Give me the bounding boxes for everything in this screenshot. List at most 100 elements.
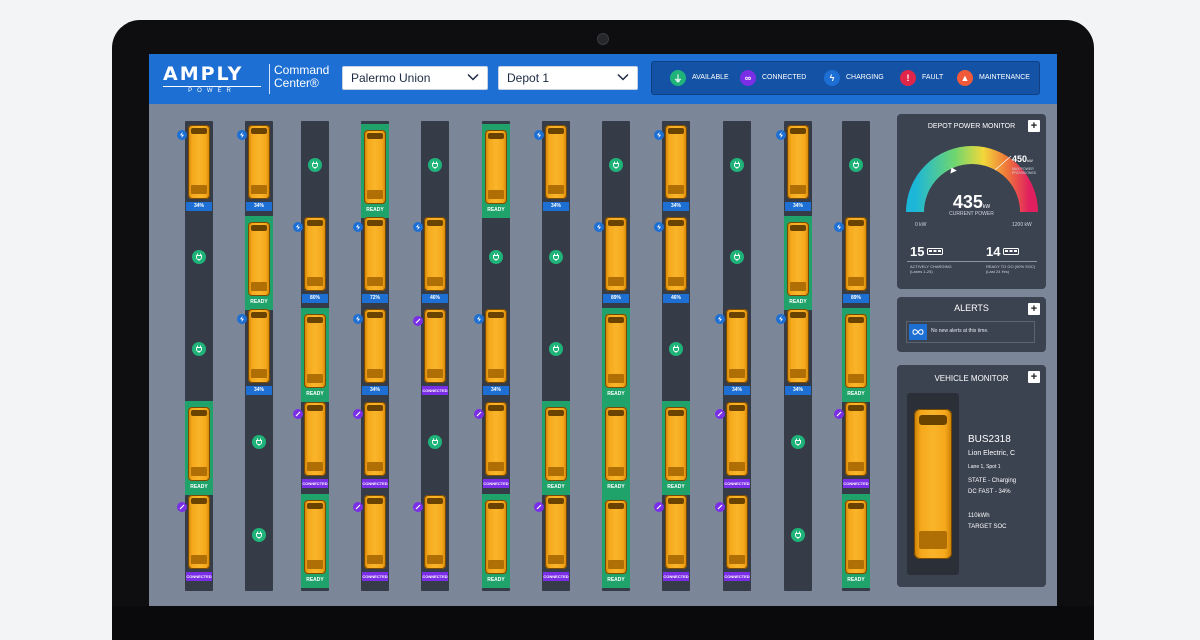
parking-spot[interactable]: READY	[185, 401, 213, 495]
bus[interactable]	[364, 309, 386, 383]
parking-spot[interactable]: 34%	[237, 308, 273, 402]
bus[interactable]	[364, 495, 386, 569]
parking-spot[interactable]: READY	[602, 308, 630, 402]
bus[interactable]	[787, 222, 809, 296]
expand-plus-button[interactable]: +	[1028, 371, 1040, 383]
bus[interactable]	[188, 495, 210, 569]
bus[interactable]	[605, 500, 627, 574]
parking-spot[interactable]: CONNECTED	[413, 494, 449, 588]
parking-spot[interactable]: 34%	[715, 308, 751, 402]
bus[interactable]	[665, 407, 687, 481]
parking-spot[interactable]	[421, 401, 449, 495]
parking-spot[interactable]: READY	[245, 216, 273, 310]
parking-spot[interactable]: READY	[842, 494, 870, 588]
parking-spot[interactable]: READY	[361, 124, 389, 218]
parking-spot[interactable]: CONNECTED	[177, 494, 213, 588]
parking-spot[interactable]: READY	[301, 494, 329, 588]
parking-spot[interactable]: CONNECTED	[715, 401, 751, 495]
parking-spot[interactable]: CONNECTED	[534, 494, 570, 588]
parking-spot[interactable]: READY	[482, 494, 510, 588]
parking-spot[interactable]	[662, 308, 690, 402]
bus[interactable]	[545, 125, 567, 199]
parking-spot[interactable]: 34%	[654, 124, 690, 218]
bus[interactable]	[605, 314, 627, 388]
bus[interactable]	[845, 314, 867, 388]
bus[interactable]	[304, 402, 326, 476]
parking-spot[interactable]: 80%	[293, 216, 329, 310]
parking-spot[interactable]	[542, 308, 570, 402]
parking-spot[interactable]: READY	[662, 401, 690, 495]
parking-spot[interactable]	[784, 401, 812, 495]
parking-spot[interactable]: READY	[842, 308, 870, 402]
parking-spot[interactable]: CONNECTED	[474, 401, 510, 495]
parking-spot[interactable]: CONNECTED	[715, 494, 751, 588]
parking-spot[interactable]: 34%	[353, 308, 389, 402]
parking-spot[interactable]: CONNECTED	[293, 401, 329, 495]
bus[interactable]	[248, 222, 270, 296]
bus[interactable]	[248, 309, 270, 383]
parking-spot[interactable]: 89%	[594, 216, 630, 310]
parking-spot[interactable]	[482, 216, 510, 310]
bus[interactable]	[424, 217, 446, 291]
parking-spot[interactable]: 34%	[177, 124, 213, 218]
parking-spot[interactable]: 34%	[237, 124, 273, 218]
parking-spot[interactable]: 34%	[534, 124, 570, 218]
bus[interactable]	[545, 407, 567, 481]
bus[interactable]	[364, 217, 386, 291]
depot-select[interactable]: Depot 1	[498, 66, 638, 90]
bus[interactable]	[424, 495, 446, 569]
bus[interactable]	[304, 500, 326, 574]
parking-spot[interactable]: READY	[784, 216, 812, 310]
parking-spot[interactable]: 34%	[776, 308, 812, 402]
bus[interactable]	[304, 217, 326, 291]
bus[interactable]	[726, 309, 748, 383]
parking-spot[interactable]	[723, 124, 751, 218]
bus[interactable]	[485, 500, 507, 574]
parking-spot[interactable]	[421, 124, 449, 218]
parking-spot[interactable]	[542, 216, 570, 310]
parking-spot[interactable]: 34%	[474, 308, 510, 402]
bus[interactable]	[665, 495, 687, 569]
bus[interactable]	[364, 130, 386, 204]
bus[interactable]	[424, 309, 446, 383]
bus[interactable]	[605, 407, 627, 481]
bus[interactable]	[485, 402, 507, 476]
bus[interactable]	[485, 309, 507, 383]
bus[interactable]	[726, 402, 748, 476]
parking-spot[interactable]: 46%	[413, 216, 449, 310]
parking-spot[interactable]: READY	[542, 401, 570, 495]
expand-plus-button[interactable]: +	[1028, 120, 1040, 132]
parking-spot[interactable]	[301, 124, 329, 218]
parking-spot[interactable]: READY	[602, 401, 630, 495]
bus[interactable]	[665, 217, 687, 291]
bus[interactable]	[665, 125, 687, 199]
parking-spot[interactable]	[784, 494, 812, 588]
parking-spot[interactable]: READY	[482, 124, 510, 218]
parking-spot[interactable]	[602, 124, 630, 218]
expand-plus-button[interactable]: +	[1028, 303, 1040, 315]
parking-spot[interactable]	[245, 401, 273, 495]
bus[interactable]	[726, 495, 748, 569]
parking-spot[interactable]: CONNECTED	[834, 401, 870, 495]
parking-spot[interactable]: CONNECTED	[413, 308, 449, 402]
parking-spot[interactable]	[723, 216, 751, 310]
bus[interactable]	[787, 125, 809, 199]
bus[interactable]	[248, 125, 270, 199]
bus[interactable]	[845, 500, 867, 574]
bus[interactable]	[605, 217, 627, 291]
bus[interactable]	[188, 407, 210, 481]
school-select[interactable]: Palermo Union	[342, 66, 488, 90]
bus[interactable]	[845, 217, 867, 291]
bus[interactable]	[304, 314, 326, 388]
parking-spot[interactable]: 72%	[353, 216, 389, 310]
parking-spot[interactable]: 46%	[654, 216, 690, 310]
parking-spot[interactable]	[185, 216, 213, 310]
bus[interactable]	[787, 309, 809, 383]
parking-spot[interactable]	[842, 124, 870, 218]
bus[interactable]	[188, 125, 210, 199]
parking-spot[interactable]	[245, 494, 273, 588]
parking-spot[interactable]	[185, 308, 213, 402]
bus[interactable]	[545, 495, 567, 569]
bus[interactable]	[364, 402, 386, 476]
bus[interactable]	[845, 402, 867, 476]
